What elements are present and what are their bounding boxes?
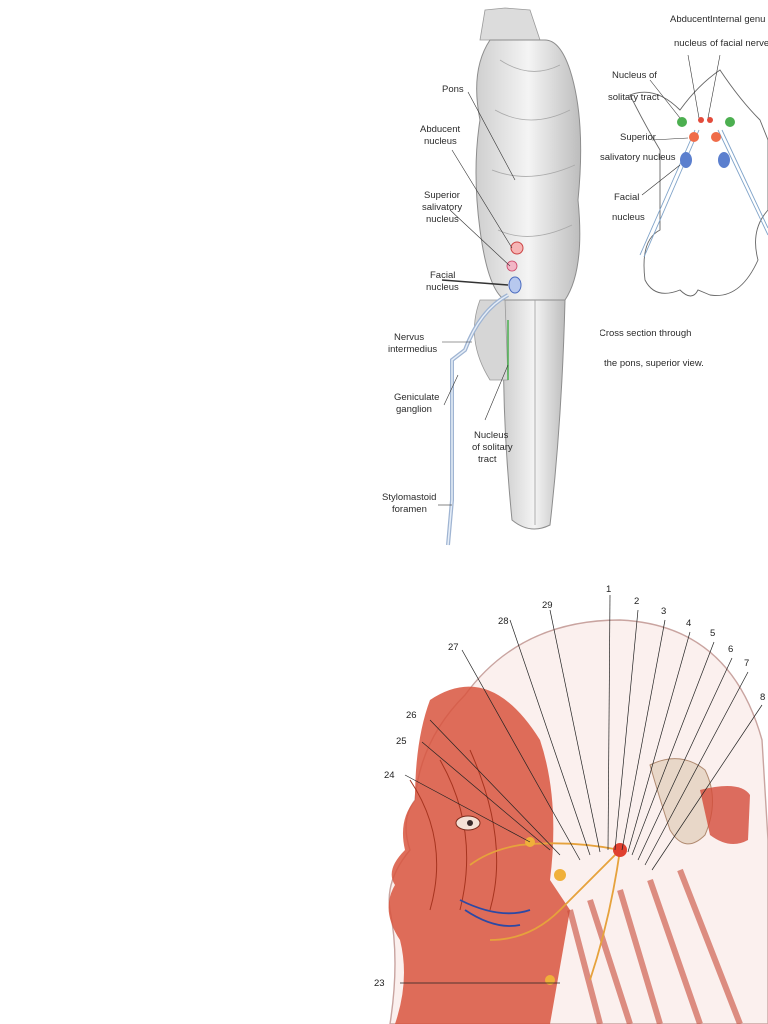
cs-facial-right-dot [718, 152, 730, 168]
label-ni-1: Nervus [394, 332, 424, 343]
pons-shape [475, 39, 582, 301]
cs-label-genu-1: Internal genu [710, 14, 765, 25]
label-nst-2: of solitary [472, 442, 513, 453]
callout-2: 2 [634, 596, 639, 607]
label-ssn-3: nucleus [426, 214, 459, 225]
cs-caption-line-1: B Cross section through [600, 328, 691, 339]
callout-29: 29 [542, 600, 553, 611]
cs-ssn-right-dot [711, 132, 721, 142]
cs-label-abducent-1: Abducent [670, 14, 711, 25]
ear-cartilage [649, 758, 713, 845]
label-ssn-1: Superior [424, 190, 460, 201]
face-muscles [388, 686, 570, 1024]
pons-outline [629, 69, 768, 297]
label-facial-1: Facial [430, 270, 455, 281]
callout-6: 6 [728, 644, 733, 655]
label-nst-1: Nucleus [474, 430, 509, 441]
label-pons: Pons [442, 84, 464, 95]
cs-label-nst-1: Nucleus of [612, 70, 657, 81]
callout-5: 5 [710, 628, 715, 639]
cs-facial-left-dot [680, 152, 692, 168]
cs-nst-right-dot [725, 117, 735, 127]
cs-label-genu-2: of facial nerve [710, 38, 768, 49]
label-ni-2: intermedius [388, 344, 437, 355]
cs-label-facial-2: nucleus [612, 212, 645, 223]
facial-nerve-branches [469, 842, 621, 866]
cs-label-ssn-2: salivatory nucleus [600, 152, 676, 163]
callout-28: 28 [498, 616, 509, 627]
label-smf-1: Stylomastoid [382, 492, 436, 503]
head-nerve-illustration: 1 2 3 4 5 6 7 8 23 24 25 26 27 28 29 [374, 584, 768, 1024]
cs-label-abducent-2: nucleus [674, 38, 707, 49]
callout-24: 24 [384, 770, 395, 781]
superior-salivatory-nucleus-dot [506, 260, 518, 272]
callout-3: 3 [661, 606, 666, 617]
callout-1: 1 [606, 584, 611, 595]
facial-nucleus-dot [508, 276, 522, 294]
cs-label-nst-2: solitary tract [608, 92, 660, 103]
label-abducent-1: Abducent [420, 124, 461, 135]
pons-cross-section: Abducent nucleus Internal genu of facial… [600, 14, 768, 369]
label-ssn-2: salivatory [422, 202, 462, 213]
abducent-nucleus-dot [510, 241, 524, 255]
cs-caption-line-2: the pons, superior view. [604, 358, 704, 369]
medulla-shape [503, 299, 566, 530]
callout-26: 26 [406, 710, 417, 721]
label-gg-2: ganglion [396, 404, 432, 415]
brainstem-illustration: Pons Abducent nucleus Superior salivator… [382, 7, 582, 546]
callout-4: 4 [686, 618, 691, 629]
callout-25: 25 [396, 736, 407, 747]
label-gg-1: Geniculate [394, 392, 439, 403]
label-facial-2: nucleus [426, 282, 459, 293]
callout-23: 23 [374, 978, 385, 989]
cs-label-ssn-1: Superior [620, 132, 656, 143]
label-smf-2: foramen [392, 504, 427, 515]
label-nst-3: tract [478, 454, 497, 465]
ganglion-3 [613, 843, 627, 857]
ganglion-2 [554, 869, 566, 881]
cs-ssn-left-dot [689, 132, 699, 142]
cs-nst-left-dot [677, 117, 687, 127]
cs-label-facial-1: Facial [614, 192, 639, 203]
callout-7: 7 [744, 658, 749, 669]
label-abducent-2: nucleus [424, 136, 457, 147]
callout-8: 8 [760, 692, 765, 703]
callout-27: 27 [448, 642, 459, 653]
